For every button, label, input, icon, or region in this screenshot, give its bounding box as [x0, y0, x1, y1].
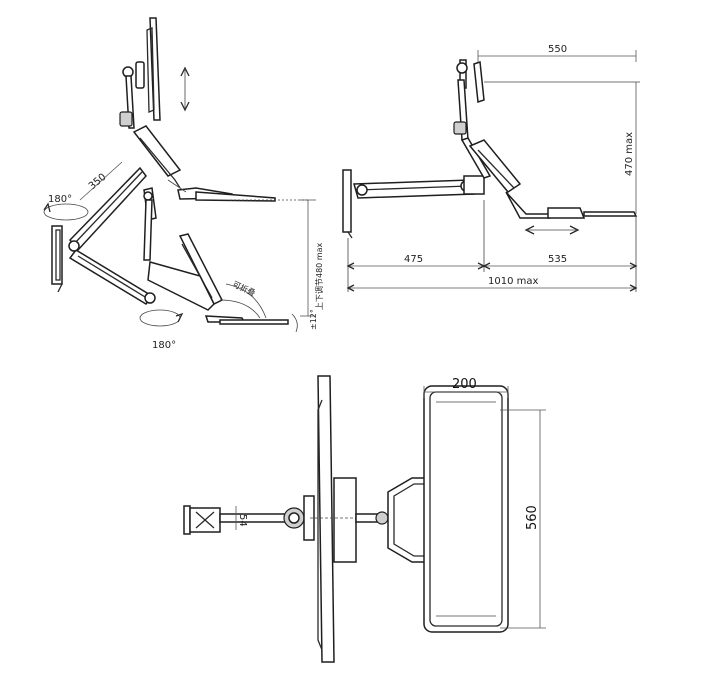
keyboard-tray-right	[468, 139, 638, 219]
view-articulation: 180° 350 180° 可折叠 ±12°	[43, 17, 324, 351]
top-arm-knob	[375, 511, 389, 525]
pole-dim-label: 54	[237, 514, 248, 527]
rotation-ellipse-bottom	[139, 309, 184, 327]
height-dim	[230, 199, 316, 317]
height-max-label: 470 max	[624, 132, 635, 176]
rotate-top-label: 180°	[48, 194, 72, 205]
tray-width-label: 560	[525, 505, 540, 530]
rotation-ellipse-top	[43, 202, 89, 221]
top-joint	[283, 495, 315, 541]
dim-tray-width	[500, 409, 546, 629]
up-down-arrow	[180, 66, 190, 112]
tray-depth-label: 200	[452, 377, 477, 392]
tilt-label: 可折叠	[231, 279, 257, 298]
dim-tray-depth	[423, 386, 509, 398]
dim-top-width	[477, 50, 637, 62]
tilt-small-label: ±12°	[309, 309, 318, 330]
dim-total	[346, 284, 638, 292]
monitor-mast	[453, 59, 492, 179]
keyboard-tray-upper	[132, 125, 276, 202]
top-wall-bracket	[183, 505, 221, 535]
top-pole	[219, 513, 291, 523]
seg-right-label: 535	[548, 254, 567, 265]
rotate-bottom-label: 180°	[152, 340, 176, 351]
keyboard-tray-lower	[147, 261, 289, 325]
monitor-upper	[119, 17, 161, 129]
dim-segments	[346, 262, 638, 270]
extended-arm	[353, 175, 485, 199]
tilt-arc	[225, 283, 267, 319]
gas-spring-arm	[68, 166, 156, 305]
height-adjust-label: 上下调节480 max	[315, 242, 324, 310]
top-width-label: 550	[548, 44, 567, 55]
seg-left-label: 475	[404, 254, 423, 265]
view-top: 54 200	[183, 375, 546, 663]
wall-plate-right	[342, 169, 352, 233]
view-extension: 550 470 max 475 535 1010 max	[342, 44, 640, 292]
total-width-label: 1010 max	[488, 276, 538, 287]
slide-arrow	[524, 225, 580, 235]
top-monitor	[317, 375, 335, 663]
top-tray	[423, 385, 509, 633]
arm-length-dim	[79, 161, 123, 201]
wall-plate-left	[51, 225, 63, 293]
top-monitor-hub	[333, 477, 357, 563]
tilt-small-arc	[291, 313, 298, 333]
dim-height-max	[484, 81, 640, 214]
arm-length-label: 350	[87, 172, 109, 193]
